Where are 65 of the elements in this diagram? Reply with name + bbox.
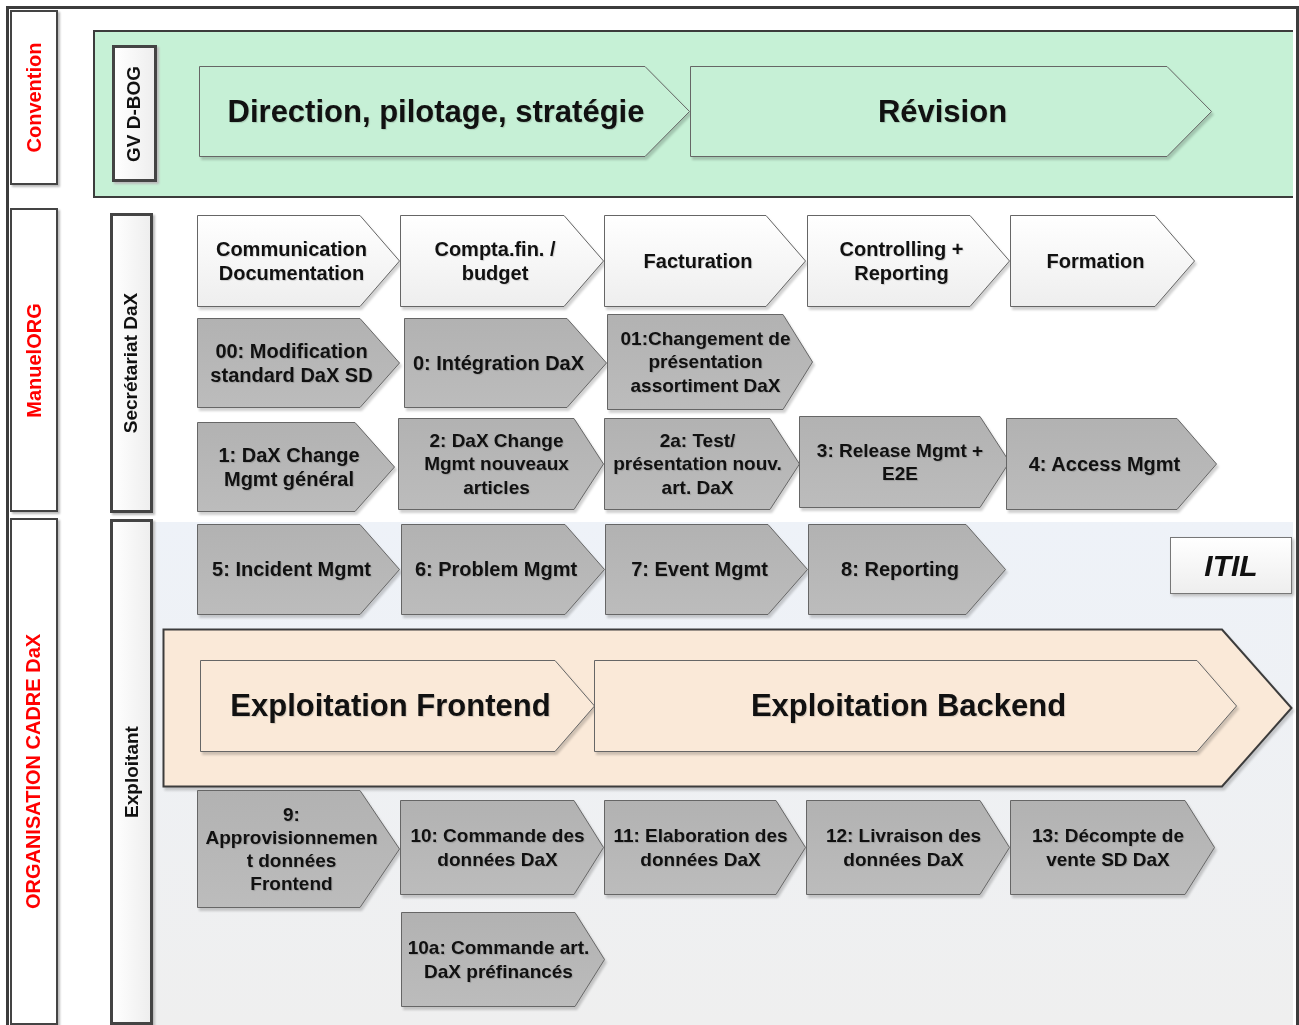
process-step (604, 800, 806, 895)
role-title: Secrétariat DaX (120, 292, 143, 434)
process-step (605, 524, 808, 615)
lane-title: ManuelORG (22, 302, 46, 418)
role-label-box (110, 519, 153, 1025)
role-title: GV D-BOG (123, 65, 146, 162)
step-label: 4: Access Mgmt (1027, 451, 1182, 477)
step-label: 8: Reporting (840, 557, 960, 582)
lane-title: ORGANISATION CADRE DaX (22, 633, 46, 910)
step-label: 9: Approvisionnement données Frontend (204, 802, 379, 896)
step-label: 3: Release Mgmt + E2E (815, 438, 985, 486)
step-label: 00: Modification standard DaX SD (209, 338, 374, 388)
process-step (404, 318, 607, 408)
step-label: Formation (1045, 248, 1146, 274)
framework-label: ITIL (1204, 548, 1258, 583)
process-step (199, 66, 690, 157)
step-label: 12: Livraison des données DaX (824, 824, 983, 871)
lane-label-box (10, 518, 58, 1025)
process-step (1006, 418, 1217, 510)
role-label-box (112, 45, 157, 182)
phase-band (163, 629, 1292, 787)
lane-label-box (10, 10, 58, 185)
step-label: 7: Event Mgmt (630, 557, 769, 582)
governance-band (93, 30, 1293, 198)
lane-title: Convention (22, 42, 46, 153)
process-step (594, 660, 1237, 752)
step-label: 1: DaX Change Mgmt général (217, 442, 361, 492)
step-label: Révision (876, 92, 1009, 131)
step-label: Facturation (642, 248, 754, 274)
process-step (401, 912, 605, 1007)
process-step (807, 215, 1010, 307)
step-label: Exploitation Backend (749, 687, 1068, 725)
process-step (1010, 800, 1215, 895)
process-step (197, 215, 400, 307)
process-step (400, 215, 604, 307)
process-step (607, 314, 813, 410)
process-step (690, 66, 1212, 157)
step-label: Compta.fin. / budget (433, 236, 557, 286)
step-label: 11: Elaboration des données DaX (612, 824, 789, 871)
process-step (200, 660, 595, 752)
step-label: Communication Documentation (214, 236, 369, 286)
step-label: 01:Changement de présentation assortiment DaX (619, 327, 792, 397)
role-label-box (110, 213, 153, 513)
step-label: 2: DaX Change Mgmt nouveaux articles (423, 429, 570, 499)
step-label: 10a: Commande art. DaX préfinancés (406, 936, 591, 983)
process-step (197, 790, 400, 908)
step-label: Exploitation Frontend (229, 687, 552, 725)
lane-label-box (10, 208, 58, 512)
step-label: 10: Commande des données DaX (409, 824, 586, 871)
role-title: Exploitant (120, 726, 143, 818)
process-step (401, 524, 605, 615)
step-label: 0: Intégration DaX (411, 350, 586, 376)
process-step (604, 418, 800, 510)
framework-box (1170, 537, 1292, 594)
step-label: 13: Décompte de vente SD DaX (1030, 824, 1185, 871)
process-step (197, 318, 400, 408)
process-step (400, 800, 604, 895)
process-step (806, 800, 1010, 895)
process-step (197, 524, 400, 615)
step-label: 5: Incident Mgmt (211, 557, 372, 582)
step-label: Controlling + Reporting (838, 236, 965, 286)
step-label: 2a: Test/ présentation nouv. art. DaX (612, 429, 783, 499)
step-label: Direction, pilotage, stratégie (226, 92, 646, 131)
step-label: 6: Problem Mgmt (413, 557, 579, 582)
process-step (398, 418, 604, 510)
